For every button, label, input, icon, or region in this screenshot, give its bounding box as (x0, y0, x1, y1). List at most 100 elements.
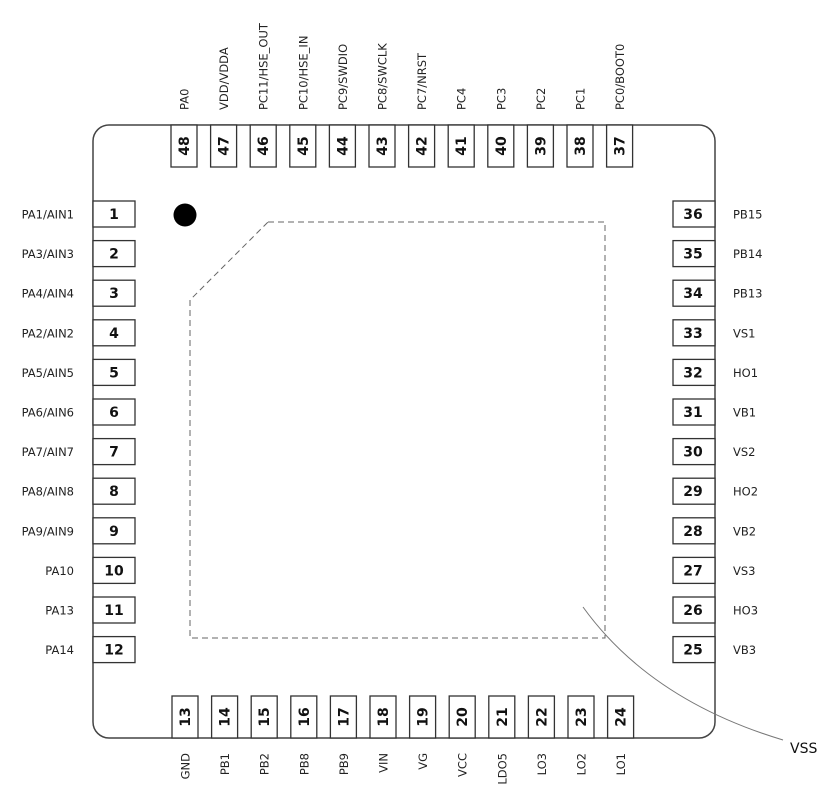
pin-pad (605, 124, 634, 168)
pin-name: VS3 (733, 564, 755, 578)
pin-name: PA4/AIN4 (22, 287, 74, 301)
pin-number: 3 (109, 286, 119, 302)
pin-number: 5 (109, 365, 119, 381)
pin-name: PA8/AIN8 (22, 485, 74, 499)
pin-name: PA9/AIN9 (22, 524, 74, 538)
pin-pad (567, 695, 595, 739)
pin-number: 17 (336, 707, 352, 726)
pin-name: VS1 (733, 326, 755, 340)
pin-number: 7 (109, 445, 119, 461)
pin-name: VDD/VDDA (217, 47, 231, 110)
pin-pad (92, 635, 136, 664)
pin-name: PC0/BOOT0 (613, 44, 627, 110)
pin-number: 34 (683, 286, 703, 302)
pin-number: 40 (494, 136, 510, 156)
pin-46: 46 PC11/HSE_OUT (249, 22, 277, 168)
pin-pad (92, 596, 136, 624)
pin-pad (527, 695, 556, 739)
pin-number: 47 (217, 136, 233, 155)
pin-name: PB8 (297, 753, 311, 775)
pin-pad (448, 695, 476, 739)
pin-pad (606, 695, 635, 739)
pin-name: PB9 (337, 753, 351, 775)
pin-number: 30 (683, 445, 703, 461)
pin-pad (92, 477, 136, 505)
pin-number: 42 (415, 136, 431, 155)
pin-47: 47 VDD/VDDA (209, 47, 238, 168)
pin-number: 46 (256, 136, 272, 155)
pin-name: PC7/NRST (415, 52, 429, 110)
pins-bottom-group: 13GND14PB115PB216PB817PB918VIN19VG20VCC2… (171, 695, 635, 785)
pin-number: 33 (683, 326, 702, 342)
pin-name: LO1 (614, 753, 628, 775)
pin-name: PB15 (733, 208, 762, 222)
pin-pad (672, 635, 716, 664)
pin-12: 12 PA14 (45, 635, 136, 664)
pin-name: LDO5 (495, 753, 509, 785)
pin-number: 41 (454, 136, 470, 155)
pin-name: PA0 (178, 89, 192, 110)
pin-number: 23 (574, 707, 590, 726)
pin-name: PB1 (218, 753, 232, 775)
pin-name: VB2 (733, 524, 756, 538)
pin-name: PC2 (534, 88, 548, 110)
pin-number: 4 (109, 326, 119, 342)
pin-number: 16 (297, 707, 313, 726)
pin-name: VB3 (733, 643, 756, 657)
pin-name: HO1 (733, 366, 758, 380)
pin-number: 1 (109, 207, 119, 223)
pin-number: 12 (104, 643, 123, 659)
pin-pad (566, 124, 594, 168)
pin-pad (328, 124, 357, 168)
pin-number: 22 (534, 707, 550, 726)
pin-pad (672, 437, 716, 466)
pin-pad (672, 596, 716, 624)
pin-pad (289, 124, 317, 168)
pin-pad (92, 398, 136, 426)
pin-number: 2 (109, 247, 119, 263)
pin-number: 19 (416, 707, 432, 726)
pin-pad (526, 124, 555, 168)
pin-name: PC9/SWDIO (336, 44, 350, 110)
pin-name: LO2 (575, 753, 589, 775)
package-body (92, 124, 716, 739)
pin-number: 43 (375, 136, 391, 155)
pin-pad (672, 477, 716, 505)
pin-name: HO3 (733, 604, 758, 618)
pin-number: 14 (218, 707, 234, 727)
pin-number: 6 (109, 405, 119, 421)
pin-name: PC11/HSE_OUT (257, 22, 271, 110)
pin-pad (249, 124, 277, 168)
pin-pad (407, 124, 436, 168)
pin-name: PB14 (733, 247, 762, 261)
pin-number: 44 (335, 136, 351, 156)
pin-number: 27 (683, 563, 702, 579)
pin-pad (672, 358, 716, 387)
pin-name: PA2/AIN2 (22, 326, 74, 340)
pin-name: PA14 (45, 643, 74, 657)
pin1-marker-dot (173, 203, 197, 227)
pin-pad (672, 398, 716, 426)
